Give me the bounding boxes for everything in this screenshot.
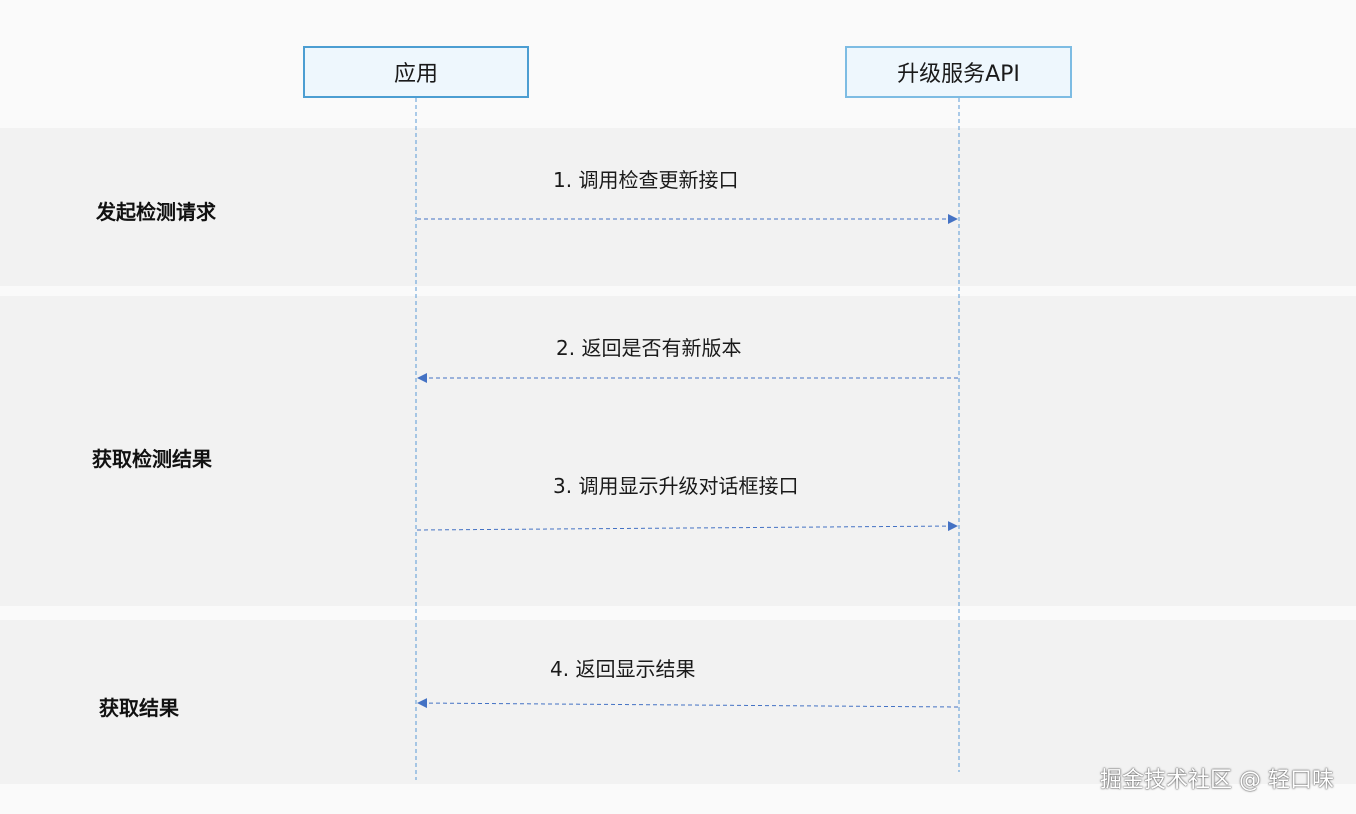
message-arrow-3 [416,521,958,532]
phase-band-result [0,620,1356,784]
phase-label-check-result: 获取检测结果 [92,447,212,471]
phase-label-request: 发起检测请求 [96,200,216,224]
message-label-3: 3. 调用显示升级对话框接口 [553,474,799,498]
phase-band-request [0,128,1356,286]
message-label-2: 2. 返回是否有新版本 [556,336,742,360]
watermark-text: 掘金技术社区 @ 轻口味 [1100,768,1334,793]
participant-app-label: 应用 [393,62,438,87]
phase-band-check-result [0,296,1356,606]
participant-api-label: 升级服务API [897,62,1020,87]
message-label-4: 4. 返回显示结果 [550,657,696,681]
participant-upgrade-api: 升级服务API [845,46,1072,98]
phase-label-result: 获取结果 [99,696,179,720]
message-label-1: 1. 调用检查更新接口 [553,168,739,192]
message-arrow-4 [417,698,959,709]
participant-app: 应用 [303,46,529,98]
